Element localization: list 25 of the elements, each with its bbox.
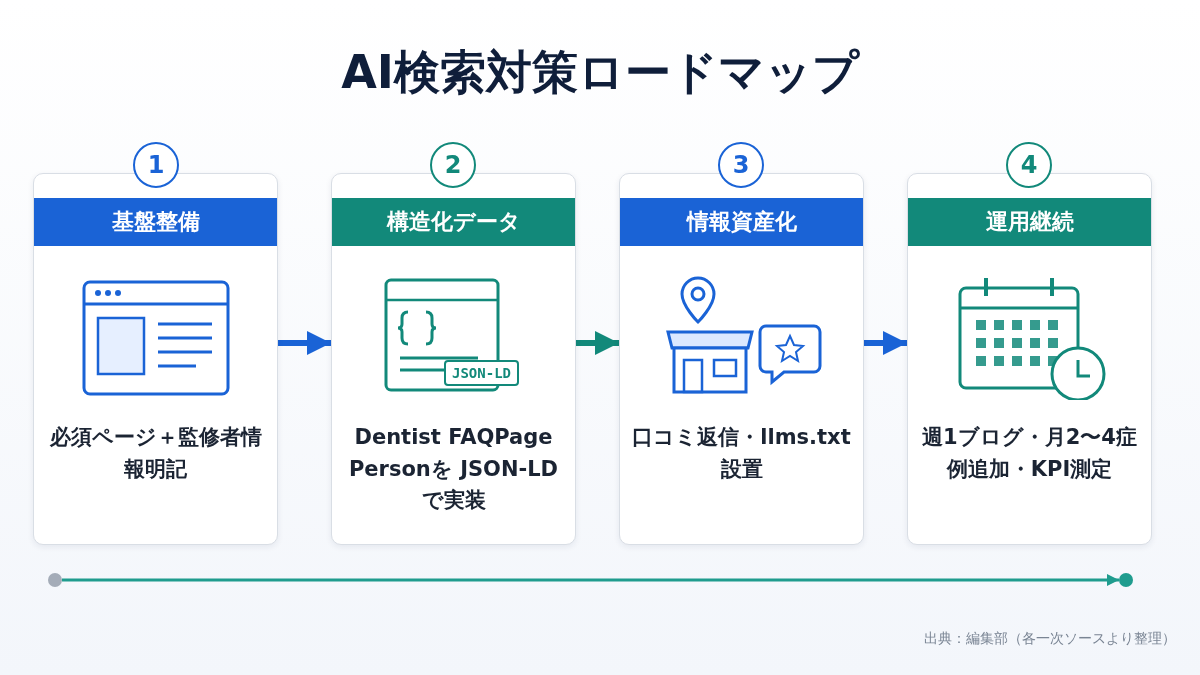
source-note: 出典：編集部（各一次ソースより整理） (924, 630, 1176, 648)
step-description: 週1ブログ・月2〜4症例追加・KPI測定 (921, 424, 1138, 483)
timeline-dot (48, 573, 62, 587)
step-description: Dentist FAQPage Personを JSON-LDで実装 (347, 424, 560, 514)
step-description: 必須ページ＋監修者情報明記 (48, 424, 263, 483)
arrow (278, 331, 331, 355)
title: AI検索対策ロードマップ (340, 44, 861, 101)
step-card (619, 173, 864, 545)
step-heading: 運用継続 (908, 198, 1151, 246)
step-description: 口コミ返信・llms.txt設置 (632, 424, 851, 483)
step-card (907, 173, 1152, 545)
step-number: 3 (718, 142, 764, 188)
format-tag: JSON-LD (444, 360, 519, 386)
timeline-dot (1119, 573, 1133, 587)
step-number: 4 (1006, 142, 1052, 188)
step-heading: 情報資産化 (620, 198, 863, 246)
arrow (62, 574, 1119, 586)
step-card (33, 173, 278, 545)
step-heading: 構造化データ (332, 198, 575, 246)
step-card (331, 173, 576, 545)
step-number: 2 (430, 142, 476, 188)
step-heading: 基盤整備 (34, 198, 277, 246)
arrow (864, 331, 907, 355)
arrow (576, 331, 619, 355)
step-number: 1 (133, 142, 179, 188)
